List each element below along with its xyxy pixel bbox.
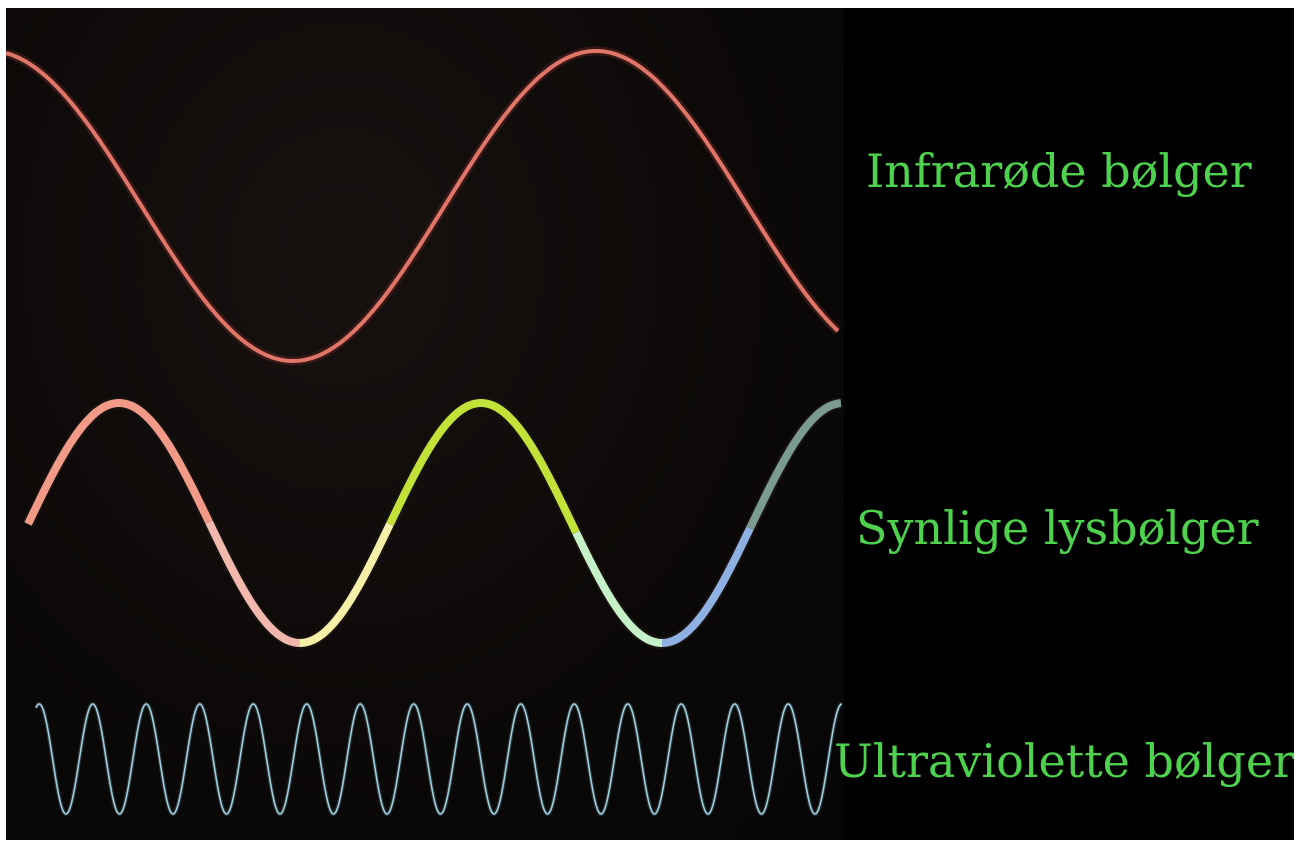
visible-wave-glow-3	[300, 524, 390, 643]
ultraviolet-wave-group	[36, 704, 842, 814]
wave-diagram: Infrarøde bølger Synlige lysbølger Ultra…	[6, 8, 1294, 840]
visible-wave-glow-5	[576, 532, 662, 643]
ultraviolet-wave	[36, 704, 842, 814]
visible-wave-glow-2	[209, 522, 300, 643]
infrared-wave-glow	[6, 51, 838, 361]
infrared-wave	[6, 51, 838, 361]
visible-wave-group	[28, 403, 841, 643]
visible-wave-glow-7	[750, 403, 841, 528]
infrared-wave-group	[6, 51, 838, 361]
waves-svg	[6, 8, 1294, 840]
ultraviolet-label: Ultraviolette bølger	[834, 738, 1294, 784]
visible-wave-segment-1	[28, 403, 209, 524]
visible-wave-segment-4	[390, 403, 576, 532]
visible-wave-glow-6	[662, 528, 750, 643]
infrared-label: Infrarøde bølger	[866, 148, 1252, 194]
visible-light-label: Synlige lysbølger	[856, 505, 1259, 551]
